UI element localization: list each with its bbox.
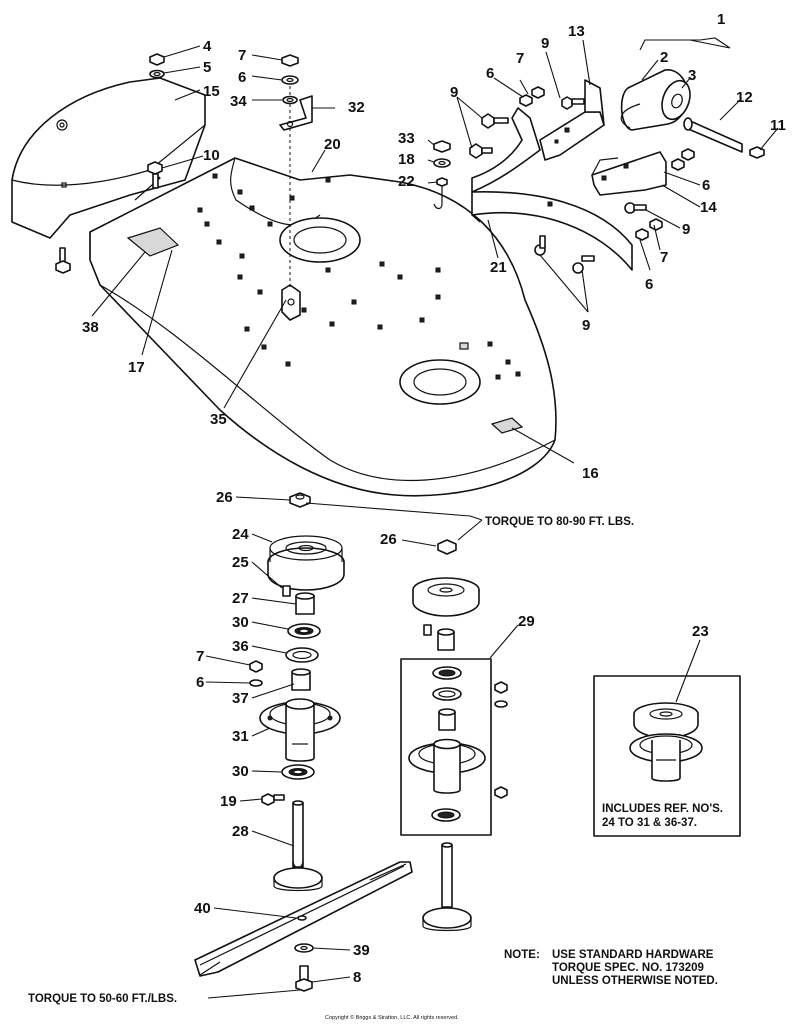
callout-6-r3: 6 xyxy=(645,276,653,293)
callout-25: 25 xyxy=(232,554,249,571)
shaft-28 xyxy=(273,800,323,892)
bearing-30-lower xyxy=(281,764,315,780)
callout-22: 22 xyxy=(398,173,415,190)
torque-note-blade: TORQUE TO 50-60 FT./LBS. xyxy=(28,993,177,1005)
callout-4: 4 xyxy=(203,38,212,55)
hardware-note-line3: UNLESS OTHERWISE NOTED. xyxy=(552,975,718,987)
copyright-text: Copyright © Briggs & Stratton, LLC. All … xyxy=(325,1014,459,1021)
callout-6-r2: 6 xyxy=(702,177,710,194)
bracket-14 xyxy=(591,151,667,196)
bearing-30-upper xyxy=(287,623,321,639)
callout-10: 10 xyxy=(203,147,220,164)
callout-6-r1: 6 xyxy=(486,65,494,82)
callout-30a: 30 xyxy=(232,614,249,631)
torque-note-spindle: TORQUE TO 80-90 FT. LBS. xyxy=(485,516,634,528)
blade-40 xyxy=(194,861,413,977)
hardware-note-line1: USE STANDARD HARDWARE xyxy=(552,949,714,961)
callout-9-r3: 9 xyxy=(682,221,690,238)
callout-11: 11 xyxy=(770,117,786,134)
notes: TORQUE TO 80-90 FT. LBS. TORQUE TO 50-60… xyxy=(28,516,723,1021)
bolt-10 xyxy=(147,161,163,189)
callout-15: 15 xyxy=(203,83,220,100)
callout-31: 31 xyxy=(232,728,249,745)
callout-32: 32 xyxy=(348,99,365,116)
callout-9-top: 9 xyxy=(541,35,549,52)
callout-35: 35 xyxy=(210,411,227,428)
callout-13: 13 xyxy=(568,23,585,40)
spindle-assembly-29 xyxy=(400,577,508,836)
mower-deck xyxy=(89,157,557,497)
spacer-27 xyxy=(295,592,315,615)
bolt-19 xyxy=(261,793,285,806)
callout-8: 8 xyxy=(353,969,361,986)
callout-3: 3 xyxy=(688,67,696,84)
nut-and-lockwasher-4-5 xyxy=(149,53,165,79)
nut-7-washer-6-left xyxy=(249,660,263,687)
baffle-21 xyxy=(471,107,633,271)
callout-7-r1: 7 xyxy=(516,50,524,67)
callout-7-top: 7 xyxy=(238,47,246,64)
callout-6-mid: 6 xyxy=(196,674,204,691)
includes-note-line2: 24 TO 31 & 36-37. xyxy=(602,817,697,829)
callout-29: 29 xyxy=(518,613,535,630)
bracket-32 xyxy=(279,95,313,131)
complete-spindle-inset-23 xyxy=(593,675,741,837)
washer-39 xyxy=(294,943,314,953)
callout-20: 20 xyxy=(324,136,341,153)
callout-14: 14 xyxy=(700,199,717,216)
spacer-37 xyxy=(291,668,311,691)
callout-23: 23 xyxy=(692,623,709,640)
nut-7-washer-6-34 xyxy=(281,54,299,105)
guard-bolt xyxy=(55,247,71,274)
callout-19: 19 xyxy=(220,793,237,810)
axle-12 xyxy=(683,117,743,153)
callout-39: 39 xyxy=(353,942,370,959)
belt-guard xyxy=(11,77,206,239)
callout-numbers: 1 2 3 4 5 15 10 7 6 34 32 20 13 9 7 6 9 … xyxy=(82,11,786,986)
callout-36: 36 xyxy=(232,638,249,655)
misc-hardware-right xyxy=(469,86,695,274)
callout-33: 33 xyxy=(398,130,415,147)
callout-34: 34 xyxy=(230,93,247,110)
callout-7-r2: 7 xyxy=(660,249,668,266)
spindle-nut-26b xyxy=(437,539,457,555)
nut-washer-bolt-33-18-22 xyxy=(433,140,451,210)
callout-12: 12 xyxy=(736,89,753,106)
callout-1: 1 xyxy=(717,11,725,28)
callout-27: 27 xyxy=(232,590,249,607)
roller-assembly-1 xyxy=(620,69,691,131)
shaft-right xyxy=(422,842,472,932)
callout-28: 28 xyxy=(232,823,249,840)
leader-lines xyxy=(91,37,779,999)
callout-5: 5 xyxy=(203,59,211,76)
key-25 xyxy=(282,585,291,597)
callout-9-r2: 9 xyxy=(450,84,458,101)
callout-7-mid: 7 xyxy=(196,648,204,665)
callout-40: 40 xyxy=(194,900,211,917)
callout-9-r4: 9 xyxy=(582,317,590,334)
callout-18: 18 xyxy=(398,151,415,168)
spindle-nut-26 xyxy=(289,492,311,508)
callout-26b: 26 xyxy=(380,531,397,548)
callout-38: 38 xyxy=(82,319,99,336)
hardware-note-line2: TORQUE SPEC. NO. 173209 xyxy=(552,962,704,974)
includes-note-line1: INCLUDES REF. NO'S. xyxy=(602,803,723,815)
pulley-24 xyxy=(267,535,345,591)
spacer-ring-36 xyxy=(285,647,319,663)
callout-24: 24 xyxy=(232,526,249,543)
callout-30b: 30 xyxy=(232,763,249,780)
hardware-note-label: NOTE: xyxy=(504,949,540,961)
callout-17: 17 xyxy=(128,359,145,376)
bracket-13 xyxy=(539,79,605,161)
callout-26a: 26 xyxy=(216,489,233,506)
blade-bolt-8 xyxy=(295,965,313,992)
callout-6-top: 6 xyxy=(238,69,246,86)
housing-31 xyxy=(259,698,341,762)
callout-37: 37 xyxy=(232,690,249,707)
callout-16: 16 xyxy=(582,465,599,482)
callout-21: 21 xyxy=(490,259,507,276)
nut-11 xyxy=(749,146,765,159)
callout-2: 2 xyxy=(660,49,668,66)
